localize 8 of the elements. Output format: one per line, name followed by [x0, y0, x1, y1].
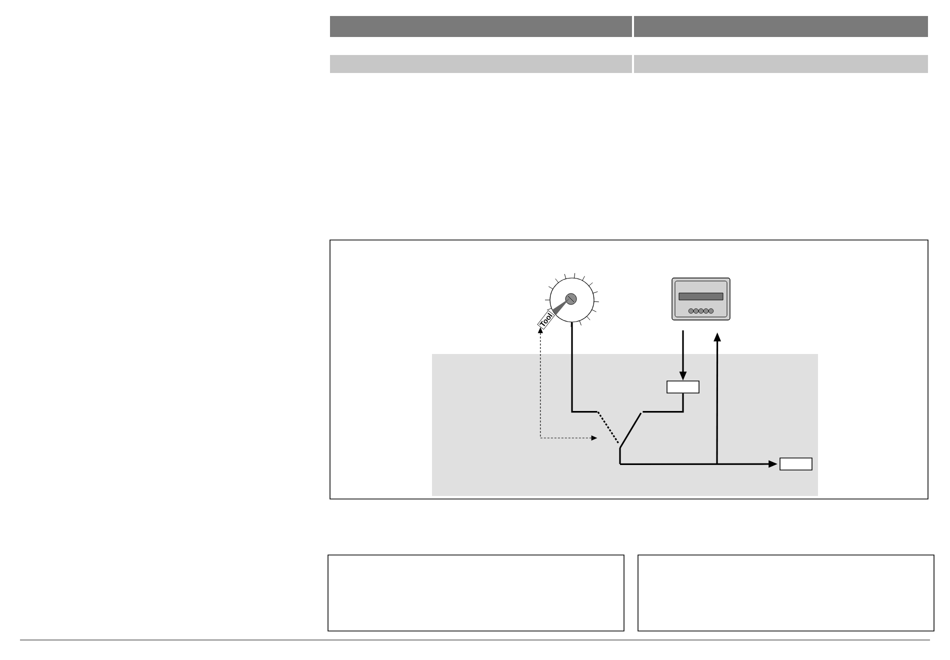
display-device-drawing [672, 278, 730, 320]
small-box [666, 380, 700, 394]
note-box [328, 554, 624, 632]
diagram-frame [330, 240, 928, 500]
small-box [780, 458, 812, 470]
shaded-area [432, 354, 818, 496]
switch-symbol [597, 412, 642, 464]
note-box [638, 554, 934, 632]
